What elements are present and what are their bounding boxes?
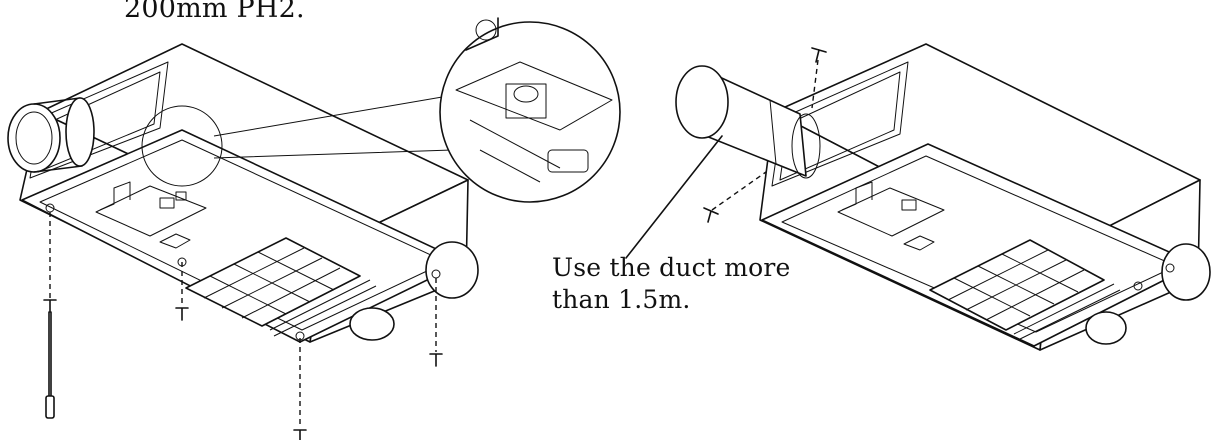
- left-duct-collar: [7, 97, 95, 173]
- top-caption: 200mm PH2.: [124, 0, 305, 24]
- detail-magnifier-icon: [439, 17, 621, 203]
- left-filter: [185, 237, 361, 327]
- screw-icon: [43, 299, 443, 440]
- left-ventilation-unit: [7, 43, 479, 343]
- duct-note-leader: [625, 135, 723, 259]
- right-ventilation-unit: [675, 43, 1211, 351]
- screw-icon: [703, 47, 827, 223]
- duct-note-line-1: Use the duct more: [552, 253, 791, 282]
- left-screws: [43, 212, 443, 440]
- duct-note-line-2: than 1.5m.: [552, 285, 691, 314]
- right-duct-pipe: [675, 65, 821, 179]
- duct-length-note: Use the duct more than 1.5m.: [552, 252, 791, 316]
- screwdriver-icon: [45, 311, 55, 419]
- right-filter: [929, 239, 1105, 331]
